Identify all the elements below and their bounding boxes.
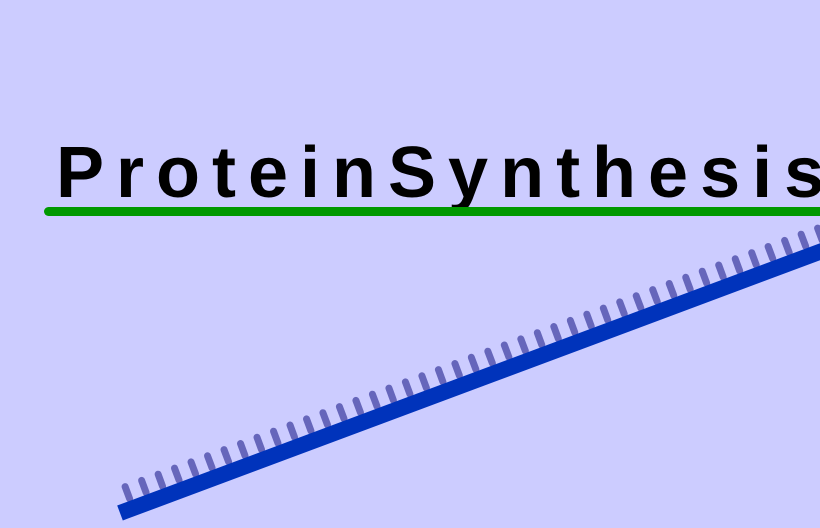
nucleotide-base [121,483,134,503]
nucleotide-base [204,452,216,472]
nucleotide-base [270,427,282,447]
nucleotide-base [138,476,150,497]
nucleotide-base [731,255,744,275]
nucleotide-base [451,360,463,380]
nucleotide-base [418,372,430,392]
nucleotide-base [385,384,397,404]
title-underline [44,207,820,216]
nucleotide-base [319,409,331,429]
nucleotide-base [335,403,348,423]
nucleotide-base [303,415,315,435]
nucleotide-base [467,353,480,373]
nucleotide-base [797,230,810,250]
nucleotide-base [220,446,233,466]
nucleotide-base [599,304,612,324]
slide-title: ProteinSynthesis [56,133,820,213]
nucleotide-base [616,298,628,318]
nucleotide-base [649,286,661,306]
nucleotide-base [237,440,249,460]
nucleotide-base [764,243,777,263]
nucleotide-base [253,433,265,453]
nucleotide-base [698,267,711,287]
nucleotide-base [517,335,529,355]
nucleotide-base [368,390,381,410]
nucleotide-base [500,341,513,361]
nucleotide-base [632,292,645,312]
strand-backbone [117,243,820,521]
nucleotide-base [434,366,447,386]
nucleotide-base [715,261,727,281]
nucleotide-base [286,421,298,441]
nucleotide-base [187,458,200,478]
nucleotide-base [154,470,167,490]
nucleotide-base [566,316,579,337]
nucleotide-base [171,464,183,484]
nucleotide-base [484,347,496,367]
nucleotide-base [748,249,760,269]
nucleotide-base [533,329,546,349]
nucleotide-base [682,273,694,293]
nucleotide-base [665,280,678,300]
nucleotide-base [550,323,562,343]
nucleotide-bases [121,224,820,503]
nucleotide-base [781,236,793,257]
nucleotide-base [401,378,414,398]
nucleotide-base [352,396,364,417]
nucleotide-base [583,310,595,330]
